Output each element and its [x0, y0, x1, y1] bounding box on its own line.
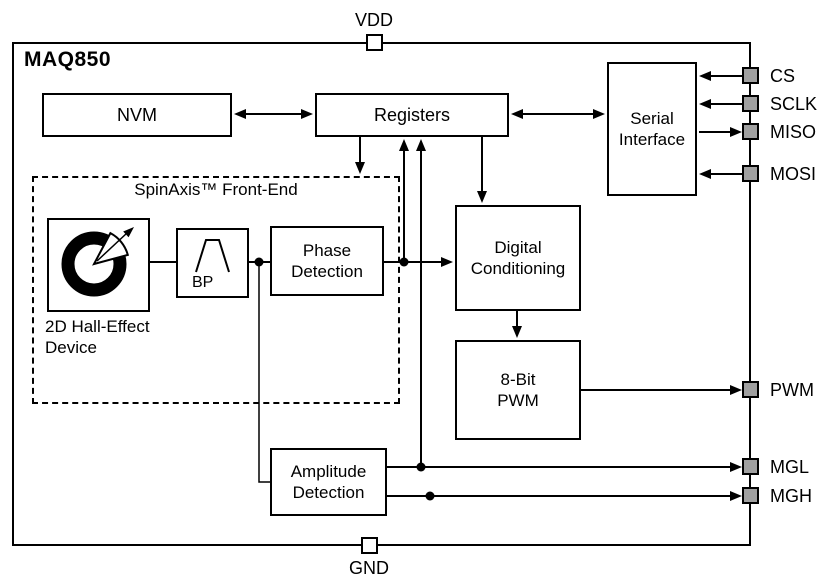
block-phase-detection-label: Phase Detection: [291, 240, 363, 281]
block-serial-interface-label: Serial Interface: [618, 108, 686, 149]
spinaxis-front-end-title: SpinAxis™ Front-End: [134, 180, 298, 199]
mgh-pin-label: MGH: [770, 486, 812, 506]
spinaxis-front-end-region: [32, 176, 400, 404]
block-serial-interface: Serial Interface: [607, 62, 697, 196]
mgh-pin: [742, 487, 759, 504]
vdd-pin: [366, 34, 383, 51]
block-bp-filter-label: BP: [192, 274, 214, 291]
block-hall-device: [47, 218, 150, 312]
block-amplitude-detection: Amplitude Detection: [270, 448, 387, 516]
mosi-pin-label: MOSI: [770, 164, 817, 184]
block-8bit-pwm: 8-Bit PWM: [455, 340, 581, 440]
gnd-pin: [361, 537, 378, 554]
mosi-pin: [742, 165, 759, 182]
chip-title: MAQ850: [24, 48, 112, 71]
hall-sensor-icon: [61, 227, 134, 297]
sclk-pin-label: SCLK: [770, 94, 818, 114]
block-nvm: NVM: [42, 93, 232, 137]
bandpass-filter-icon: [195, 239, 230, 273]
block-digital-conditioning-label: Digital Conditioning: [470, 237, 566, 278]
block-registers: Registers: [315, 93, 509, 137]
pwm-pin-label: PWM: [770, 380, 814, 400]
sclk-pin: [742, 95, 759, 112]
vdd-pin-label: VDD: [354, 10, 393, 30]
gnd-pin-label: GND: [349, 558, 389, 578]
block-registers-label: Registers: [373, 104, 451, 125]
mgl-pin: [742, 458, 759, 475]
cs-pin-label: CS: [770, 66, 796, 86]
block-nvm-label: NVM: [117, 104, 157, 125]
block-8bit-pwm-label: 8-Bit PWM: [497, 369, 539, 410]
miso-pin-label: MISO: [770, 122, 817, 142]
cs-pin: [742, 67, 759, 84]
block-amplitude-detection-label: Amplitude Detection: [290, 461, 367, 502]
miso-pin: [742, 123, 759, 140]
pwm-pin: [742, 381, 759, 398]
block-bp-filter: BP: [176, 228, 249, 298]
block-hall-device-label: 2D Hall-Effect Device: [45, 317, 150, 358]
block-phase-detection: Phase Detection: [270, 226, 384, 296]
block-digital-conditioning: Digital Conditioning: [455, 205, 581, 311]
mgl-pin-label: MGL: [770, 457, 810, 477]
